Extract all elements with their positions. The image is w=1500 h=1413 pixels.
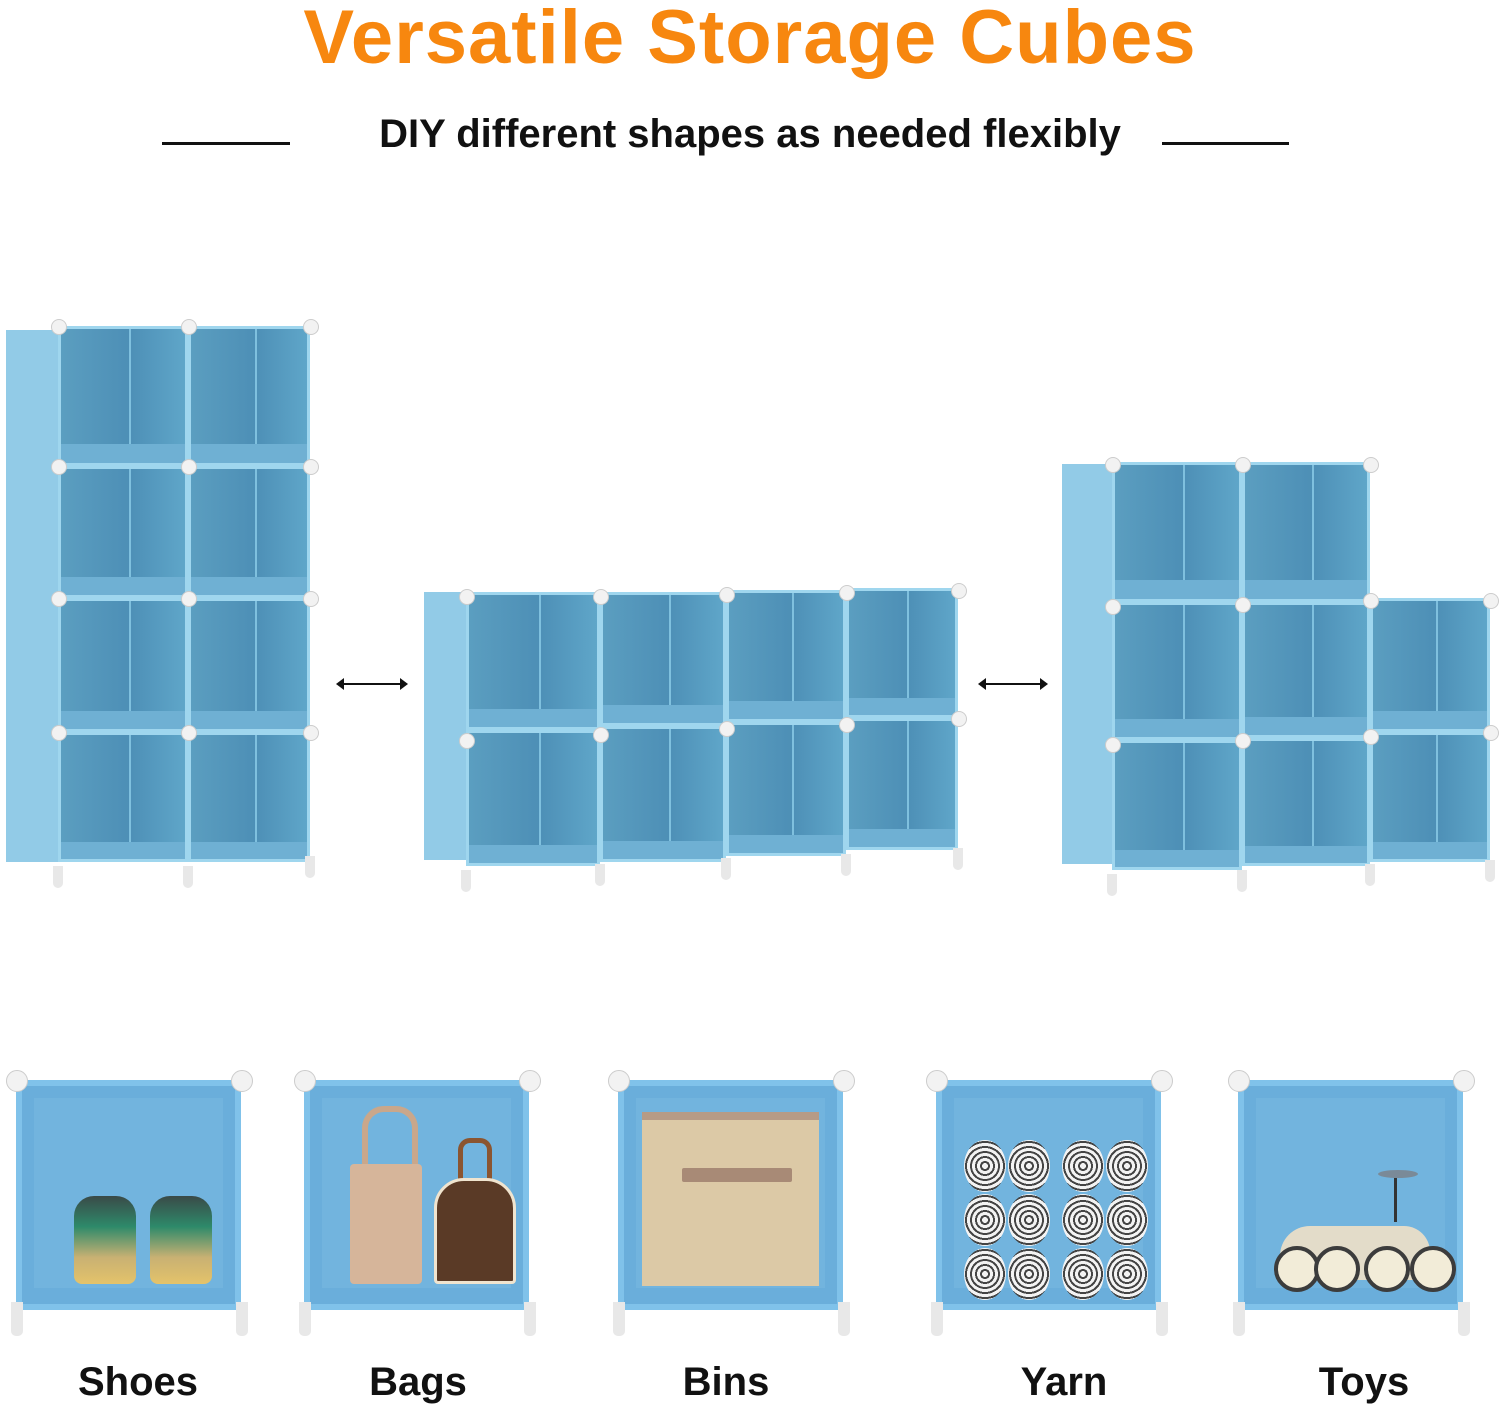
config-wide-4x2 [424,583,967,903]
use-label-yarn: Yarn [1020,1360,1108,1404]
subtitle: DIY different shapes as needed flexibly [379,112,1121,156]
use-bags [294,1070,541,1336]
divider-left [162,142,290,145]
page-title: Versatile Storage Cubes [303,0,1197,80]
bin-icon [642,1112,819,1286]
shoes-icon [74,1196,136,1284]
divider-right [1162,142,1289,145]
use-label-bins: Bins [682,1360,770,1404]
use-label-shoes: Shoes [77,1360,199,1404]
config-tall-2x4 [6,319,319,906]
use-label-toys: Toys [1318,1360,1410,1404]
use-yarn [926,1070,1173,1336]
use-toys [1228,1070,1475,1336]
double-arrow-icon [336,678,408,690]
use-bins [608,1070,855,1336]
subtitle-row: DIY different shapes as needed flexibly [0,112,1500,172]
config-stepped-3x3 [1062,457,1500,910]
use-label-bags: Bags [369,1360,467,1404]
double-arrow-icon [978,678,1048,690]
use-shoes [6,1070,253,1336]
